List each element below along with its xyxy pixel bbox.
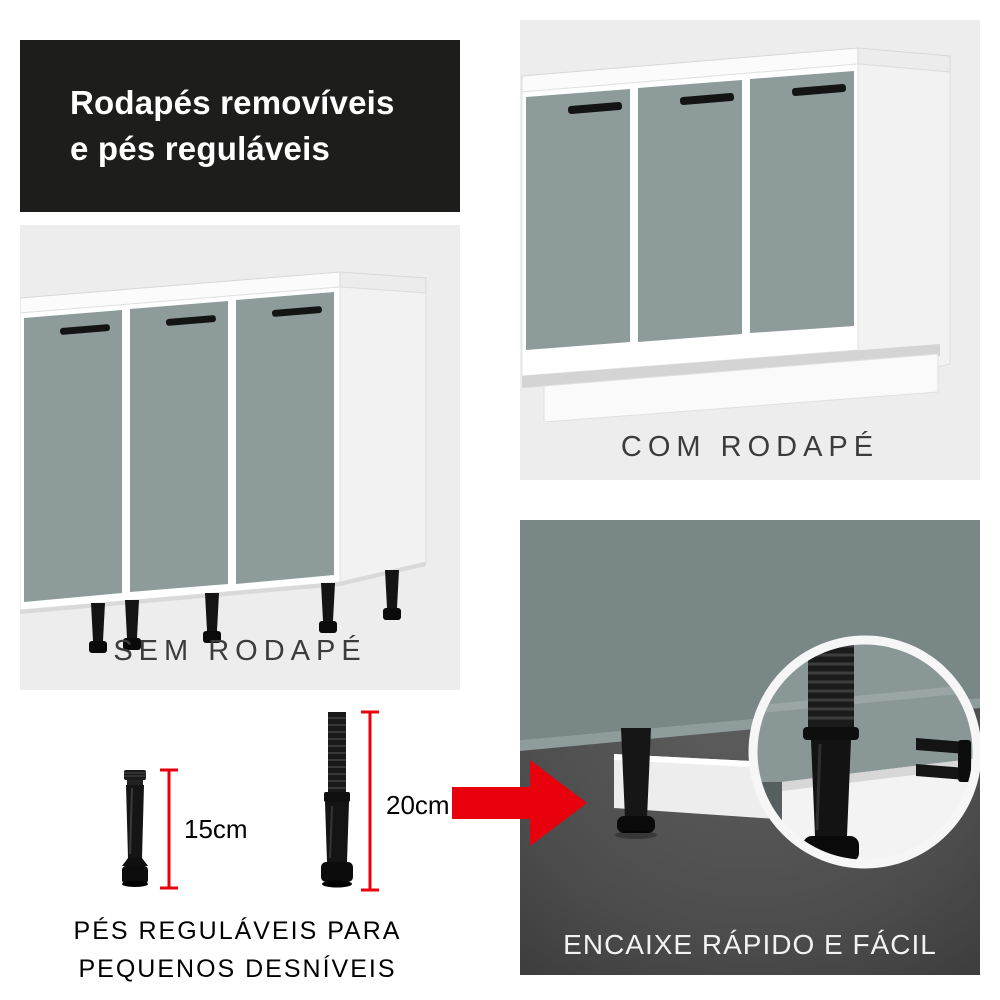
mounting-clip-icon bbox=[916, 738, 971, 782]
magnifier-ring-icon bbox=[748, 635, 980, 869]
caption-com-rodape: COM RODAPÉ bbox=[620, 431, 880, 463]
title-line-2: e pés reguláveis bbox=[70, 130, 331, 168]
feet-caption-line-1: PÉS REGULÁVEIS PARA bbox=[73, 917, 402, 945]
foot-20-label: 20cm bbox=[386, 790, 450, 820]
measure-line-20-icon bbox=[361, 710, 379, 892]
adjustable-foot-20-icon bbox=[321, 712, 353, 888]
cabinet-with-plinth-illustration bbox=[521, 47, 951, 422]
caption-sem-rodape: SEM RODAPÉ bbox=[113, 635, 367, 667]
plinth-mount-closeup-illustration bbox=[520, 520, 980, 975]
caption-encaixe: ENCAIXE RÁPIDO E FÁCIL bbox=[563, 929, 937, 960]
adjustable-foot-15-icon bbox=[122, 770, 148, 887]
cabinet-without-plinth-illustration bbox=[20, 271, 427, 653]
panel-com-rodape: COM RODAPÉ bbox=[520, 20, 980, 480]
adjustable-foot-icon bbox=[615, 728, 657, 839]
panel-encaixe: ENCAIXE RÁPIDO E FÁCIL bbox=[520, 520, 980, 975]
feet-section: 15cm 20cm PÉS REGULÁVEIS PARA PEQUENOS D… bbox=[20, 700, 455, 1000]
feet-caption: PÉS REGULÁVEIS PARA PEQUENOS DESNÍVEIS bbox=[20, 912, 455, 988]
measure-line-15-icon bbox=[160, 768, 178, 890]
title-line-1: Rodapés removíveis bbox=[70, 84, 395, 121]
door-handle-icon bbox=[567, 84, 847, 114]
adjustable-feet-icons bbox=[89, 570, 401, 653]
door-handle-icon bbox=[59, 306, 322, 335]
panel-sem-rodape: SEM RODAPÉ bbox=[20, 225, 460, 690]
foot-15-label: 15cm bbox=[184, 814, 248, 844]
feet-caption-line-2: PEQUENOS DESNÍVEIS bbox=[78, 955, 397, 983]
title-banner: Rodapés removíveis e pés reguláveis bbox=[20, 40, 460, 212]
plinth-strip bbox=[543, 353, 939, 422]
red-arrow-icon bbox=[452, 760, 587, 846]
